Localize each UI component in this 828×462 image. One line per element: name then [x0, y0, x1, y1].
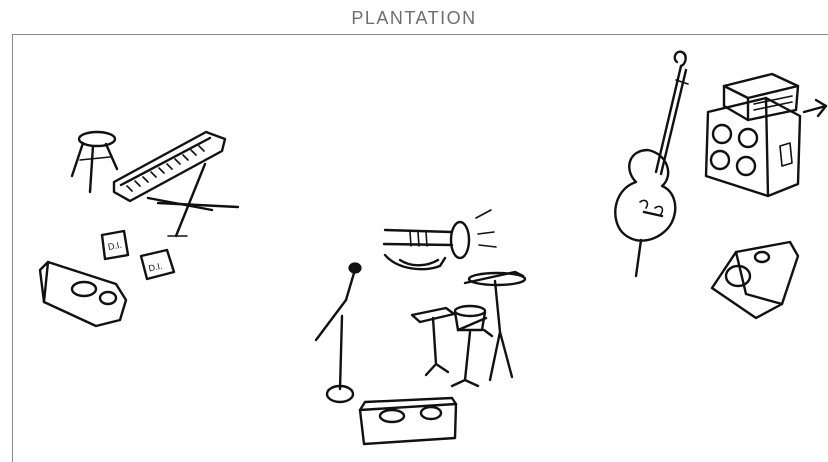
di-box-icon: D.I. — [141, 250, 174, 279]
di-box-icon: D.I. — [102, 231, 128, 259]
amp-head-cabinet-icon — [706, 74, 800, 196]
drum-kit-icon — [412, 272, 525, 386]
monitor-wedge-icon — [360, 398, 456, 444]
horn-icon — [384, 210, 496, 269]
monitor-wedge-icon — [40, 262, 126, 326]
upright-bass-icon — [615, 52, 688, 276]
arrow-icon — [804, 100, 826, 116]
keyboard-stool-icon — [72, 132, 117, 192]
keyboard-icon — [114, 132, 238, 236]
microphone-stand-icon — [316, 263, 361, 402]
di-box-label: D.I. — [107, 240, 123, 252]
monitor-wedge-icon — [712, 242, 798, 318]
di-box-label: D.I. — [148, 261, 164, 274]
